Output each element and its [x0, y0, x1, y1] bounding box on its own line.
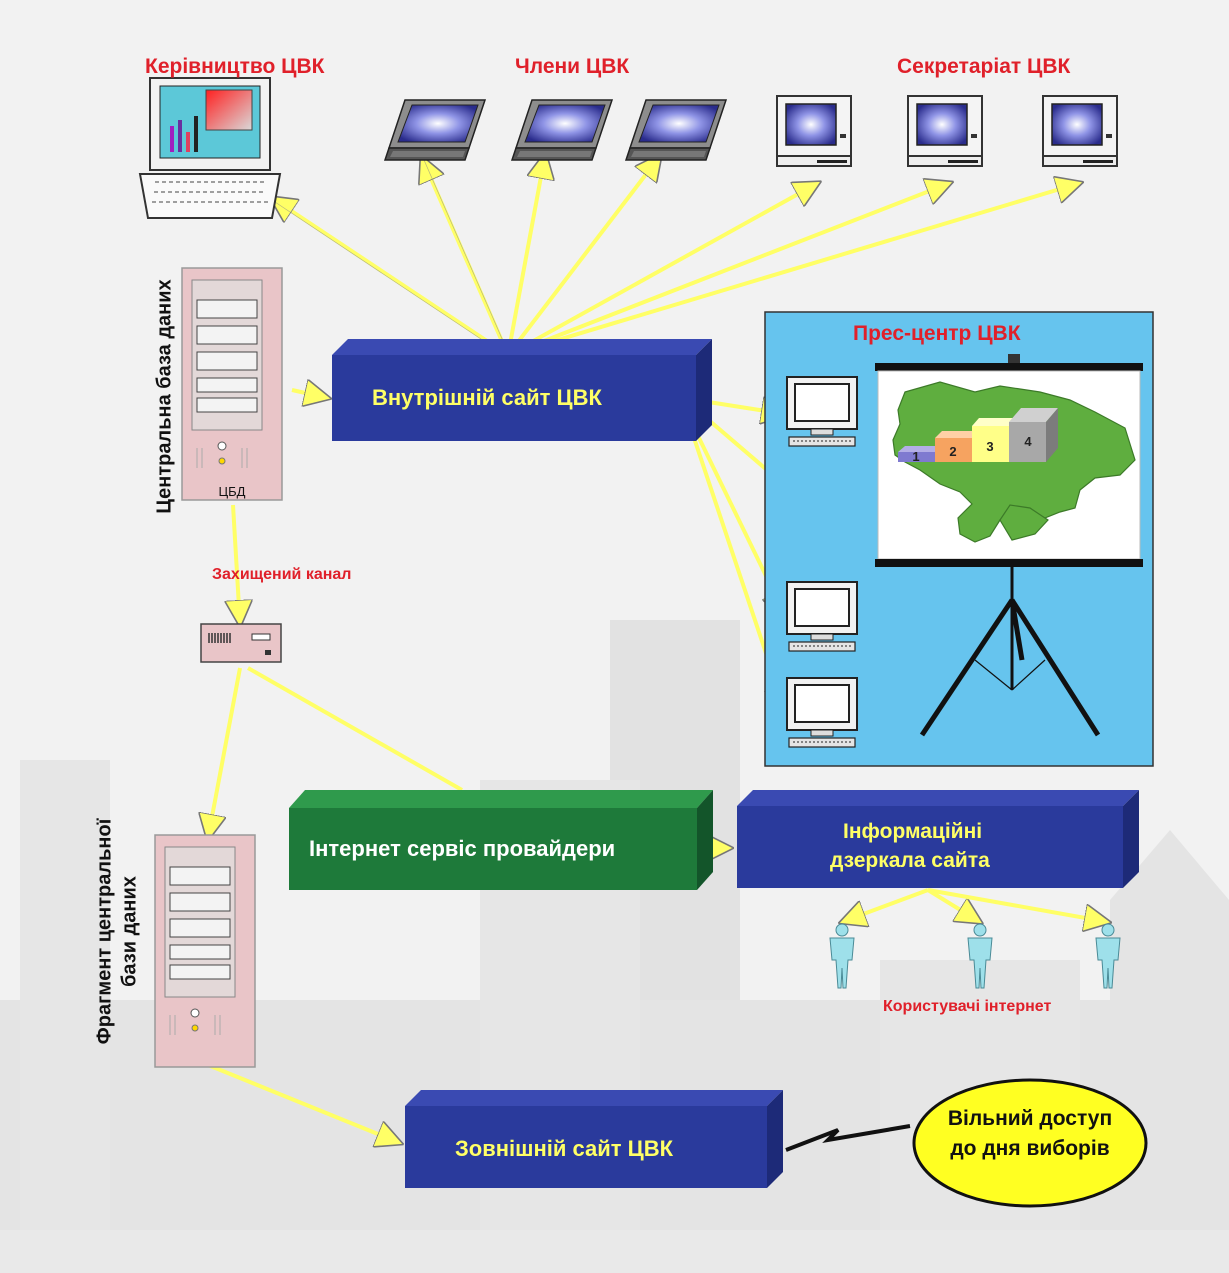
podium-number-3: 3 [986, 439, 993, 454]
secretariat-pc-2 [907, 95, 983, 167]
lightning-bolt [785, 1124, 911, 1152]
arrows-outline [271, 159, 511, 358]
secretariat-pc-3 [1042, 95, 1118, 167]
mirrors-label-line2: дзеркала сайта [830, 849, 990, 872]
fragment-db-server [154, 834, 256, 1068]
secretariat-label: Секретаріат ЦВК [897, 55, 1071, 78]
podium-block-3 [972, 426, 1009, 462]
central-db-label: Центральна база даних [153, 279, 176, 514]
leadership-computer [138, 77, 282, 219]
podium-chart: 1 2 3 4 [898, 408, 1058, 464]
isp-box [289, 790, 713, 890]
podium-number-2: 2 [949, 444, 956, 459]
central-db-server [181, 267, 283, 501]
arrow-fragment-to-external [207, 1063, 400, 1143]
leadership-label: Керівництво ЦВК [145, 55, 325, 78]
isp-label: Інтернет сервіс провайдери [309, 836, 616, 861]
line-router-to-isp [247, 666, 463, 792]
cbd-label: ЦБД [219, 484, 246, 499]
free-access-line1: Вільний доступ [947, 1107, 1113, 1130]
secure-channel-label: Захищений канал [212, 566, 352, 583]
podium-block-1 [898, 452, 935, 462]
router-device [200, 623, 282, 663]
free-access-ellipse [912, 1078, 1148, 1208]
internet-users-label: Користувачі інтернет [883, 998, 1052, 1015]
internal-site-label: Внутрішній сайт ЦВК [372, 385, 602, 410]
members-label: Члени ЦВК [515, 55, 630, 78]
arrow-router-to-fragment [208, 667, 242, 838]
secretariat-pc-1 [776, 95, 852, 167]
external-site-box [405, 1090, 783, 1188]
arrow-to-secretariat-1 [507, 183, 818, 357]
arrow-to-member-3 [506, 156, 660, 357]
arrow-secure-channel [233, 504, 240, 624]
press-center-label: Прес-центр ЦВК [853, 322, 1021, 345]
arrow-to-member-1 [422, 158, 510, 356]
mirrors-label-line1: Інформаційні [843, 820, 983, 843]
free-access-line2: до дня виборів [950, 1137, 1110, 1160]
arrow-to-member-2 [506, 155, 545, 356]
podium-block-2 [935, 438, 972, 462]
arrows-internal-site [272, 155, 1080, 357]
internet-user-1 [829, 923, 855, 989]
arrow-to-secretariat-2 [507, 183, 950, 357]
podium-number-4: 4 [1024, 434, 1032, 449]
arrows-mirrors-to-users [842, 888, 1108, 922]
external-site-label: Зовнішній сайт ЦВК [455, 1136, 674, 1161]
internal-site-box [332, 339, 712, 441]
member-laptop-2 [511, 99, 613, 161]
arrow-to-secretariat-3 [507, 183, 1080, 357]
mirrors-box [737, 790, 1139, 888]
arrow-db-to-internal [291, 390, 328, 398]
arrow-to-leadership [272, 198, 510, 357]
db-fragment-label-line2: бази даних [118, 876, 141, 987]
member-laptop-3 [625, 99, 727, 161]
podium-number-1: 1 [912, 449, 919, 464]
podium-block-4 [1009, 422, 1046, 462]
member-laptop-1 [384, 99, 486, 161]
db-fragment-label-line1: Фрагмент центральної [93, 818, 116, 1045]
